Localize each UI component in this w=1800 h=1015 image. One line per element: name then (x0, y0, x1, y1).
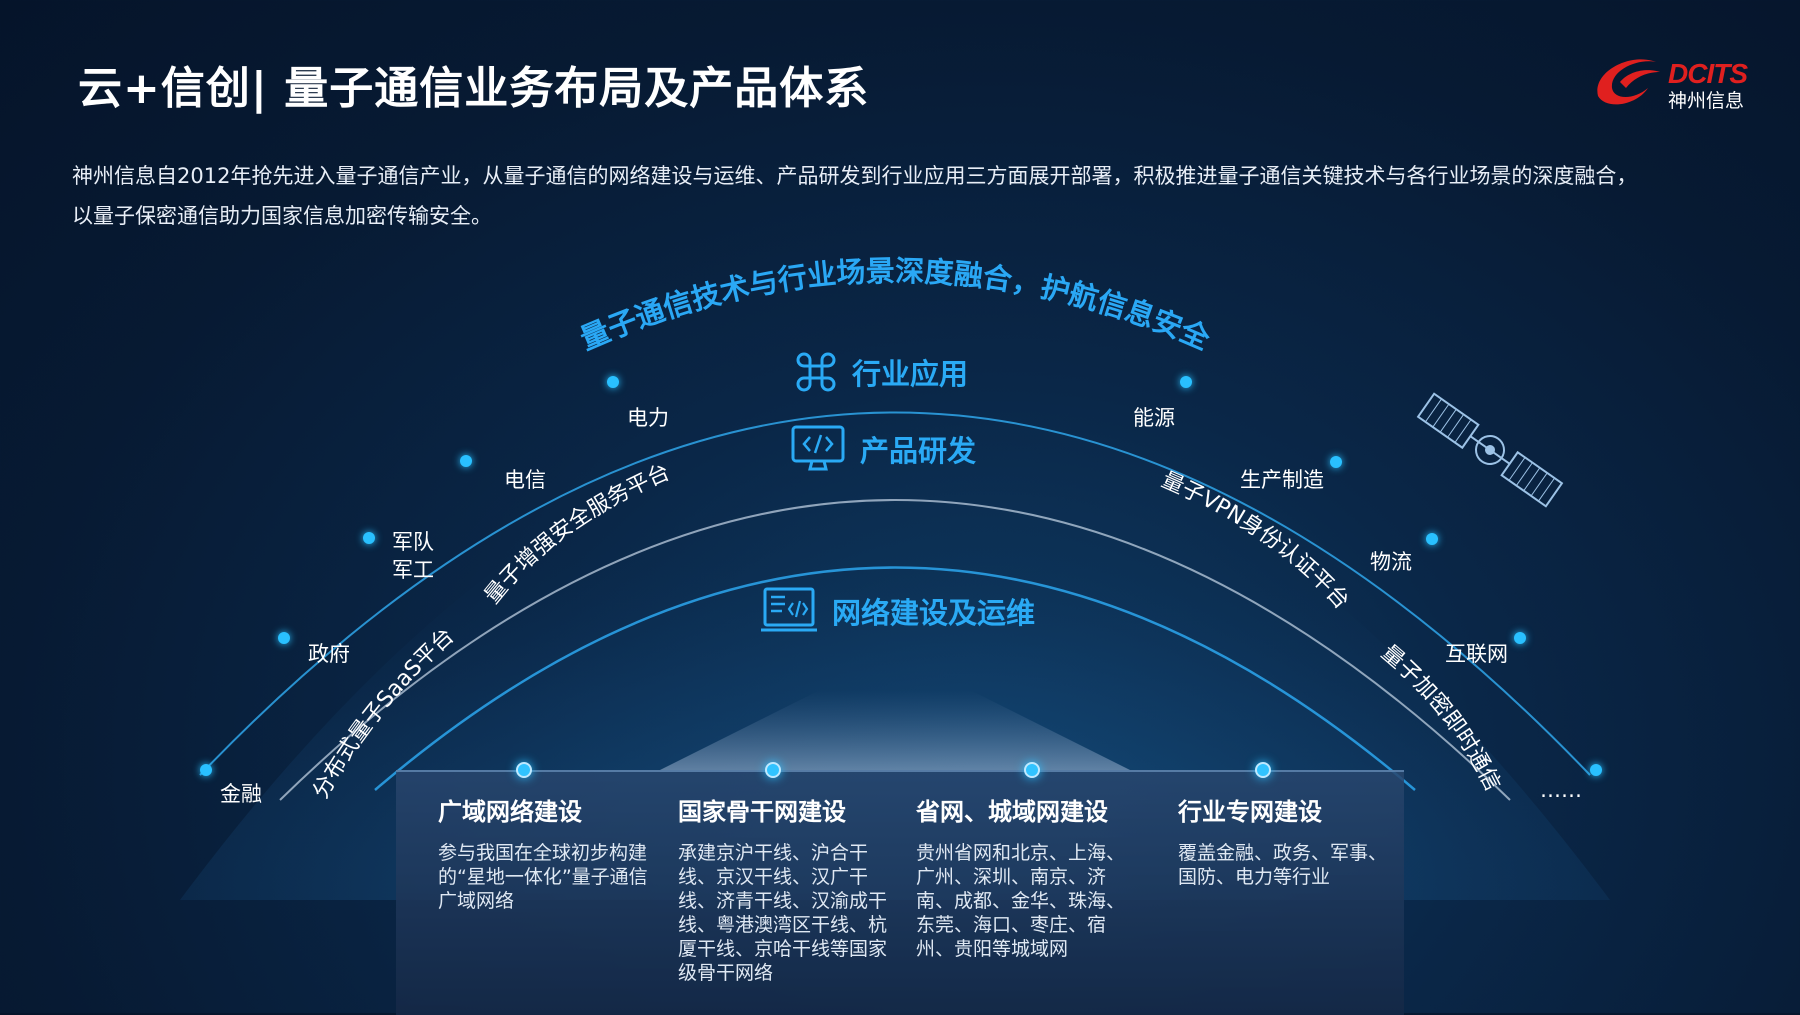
industry-label: 互联网 (1445, 642, 1508, 666)
layer-research-label: 产品研发 (860, 434, 977, 468)
industry-label: 军工 (392, 558, 434, 582)
middle-arc (279, 499, 1511, 801)
diagram-headline: 量子通信技术与行业场景深度融合，护航信息安全 (575, 254, 1216, 357)
industry-label: 金融 (220, 782, 262, 806)
logo-subtitle: 神州信息 (1668, 90, 1745, 112)
industry-label: 政府 (308, 642, 350, 666)
network-column-title: 行业专网建设 (1178, 798, 1322, 826)
command-icon (796, 352, 836, 392)
network-panel: 广域网络建设 参与我国在全球初步构建的“星地一体化”量子通信广域网络 国家骨干网… (396, 770, 1404, 1015)
industry-label: 电力 (627, 406, 669, 430)
inner-arc (374, 566, 1416, 791)
arc-node (607, 376, 619, 388)
industry-label: 物流 (1370, 550, 1412, 574)
arc-node (363, 532, 375, 544)
layer-application: 行业应用 (794, 350, 968, 394)
satellite-icon (1416, 392, 1564, 508)
monitor-code-icon (791, 425, 845, 471)
industry-label: …… (1540, 778, 1582, 802)
arc-node (1426, 533, 1438, 545)
network-column-body: 参与我国在全球初步构建的“星地一体化”量子通信广域网络 (438, 842, 648, 912)
intro-line-1: 神州信息自2012年抢先进入量子通信产业，从量子通信的网络建设与运维、产品研发到… (72, 164, 1638, 188)
layer-network: 网络建设及运维 (760, 586, 1035, 636)
panel-node (1255, 762, 1271, 778)
intro-paragraph: 神州信息自2012年抢先进入量子通信产业，从量子通信的网络建设与运维、产品研发到… (72, 156, 1762, 236)
layer-network-label: 网络建设及运维 (832, 596, 1036, 630)
arc-node (1590, 764, 1602, 776)
industry-label: 生产制造 (1240, 468, 1324, 492)
logo-text: DCITS (1668, 58, 1748, 89)
arc-node (200, 764, 212, 776)
arc-node (460, 455, 472, 467)
network-column-title: 广域网络建设 (438, 798, 582, 826)
arc-node (1180, 376, 1192, 388)
industry-label: 军队 (392, 530, 434, 554)
network-column: 行业专网建设 覆盖金融、政务、军事、国防、电力等行业 (1178, 792, 1388, 889)
outer-arc (199, 411, 1591, 776)
arc-node (278, 632, 290, 644)
page-title: 云+信创| 量子通信业务布局及产品体系 (78, 63, 870, 114)
layer-research: 产品研发 (790, 424, 976, 474)
panel-node (765, 762, 781, 778)
network-column-body: 覆盖金融、政务、军事、国防、电力等行业 (1178, 842, 1388, 888)
industry-label: 能源 (1133, 406, 1175, 430)
panel-node (1024, 762, 1040, 778)
network-column-title: 国家骨干网建设 (678, 798, 846, 826)
panel-node (516, 762, 532, 778)
network-column: 广域网络建设 参与我国在全球初步构建的“星地一体化”量子通信广域网络 (438, 792, 648, 913)
layer-application-label: 行业应用 (852, 357, 969, 391)
network-column: 省网、城域网建设 贵州省网和北京、上海、广州、深圳、南京、济南、成都、金华、珠海… (916, 792, 1126, 961)
server-code-icon (761, 587, 817, 632)
industry-label: 电信 (504, 468, 546, 492)
network-column-body: 承建京沪干线、沪合干线、京汉干线、汉广干线、济青干线、汉渝成干线、粤港澳湾区干线… (678, 842, 888, 984)
road-glow (660, 690, 1130, 770)
network-column-body: 贵州省网和北京、上海、广州、深圳、南京、济南、成都、金华、珠海、东莞、海口、枣庄… (916, 842, 1126, 960)
dcits-logo-icon (1597, 59, 1660, 105)
arc-node (1330, 456, 1342, 468)
network-column-title: 省网、城域网建设 (916, 798, 1108, 826)
arc-node (1514, 632, 1526, 644)
network-column: 国家骨干网建设 承建京沪干线、沪合干线、京汉干线、汉广干线、济青干线、汉渝成干线… (678, 792, 888, 985)
intro-line-2: 以量子保密通信助力国家信息加密传输安全。 (72, 204, 492, 228)
